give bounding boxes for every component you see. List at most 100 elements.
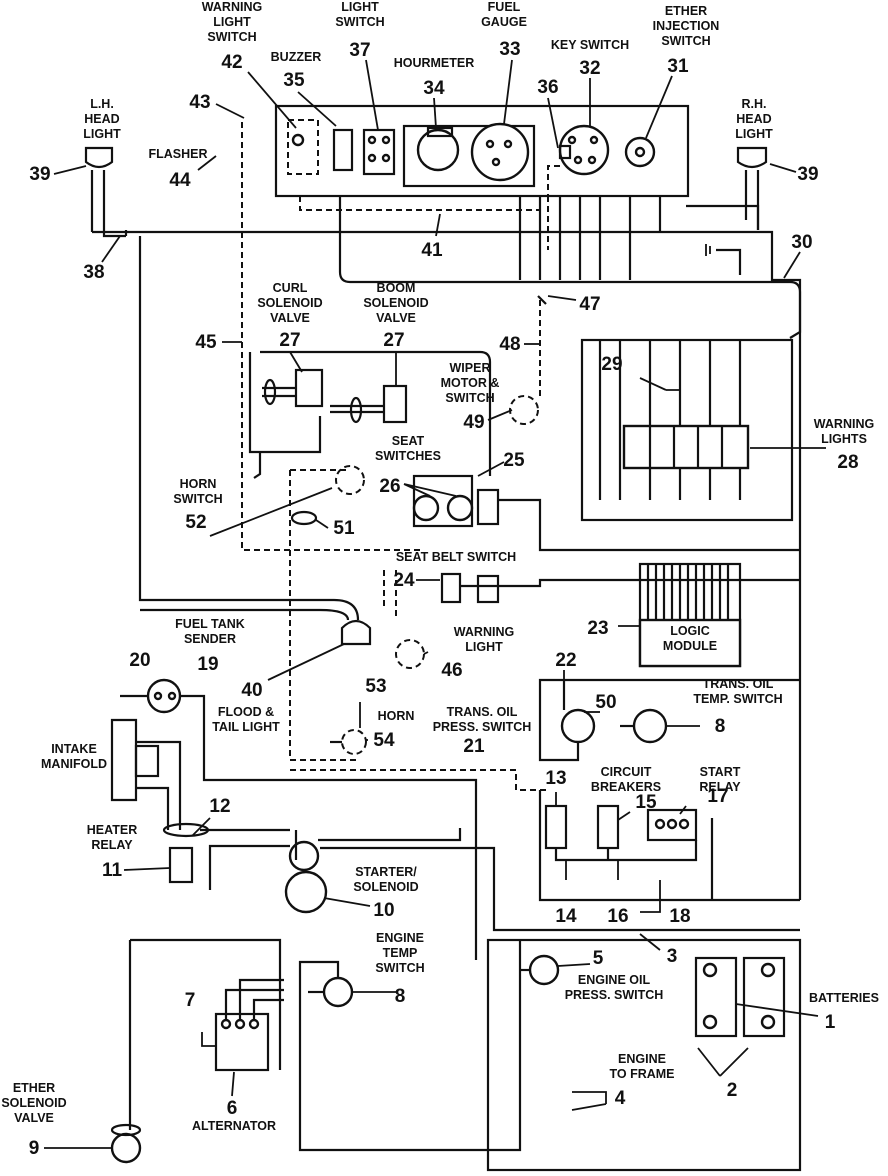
- logic-module: [638, 562, 742, 668]
- callout-47: 47: [579, 294, 600, 315]
- label-light-switch-2: SWITCH: [335, 15, 384, 29]
- label-flood-2: TAIL LIGHT: [212, 720, 280, 734]
- wiper-motor-switch: [509, 295, 547, 425]
- callout-35: 35: [283, 70, 305, 91]
- callout-13: 13: [545, 768, 566, 789]
- callout-8-top: 8: [715, 716, 726, 737]
- callout-39-right: 39: [797, 164, 818, 185]
- label-engine-temp-1: ENGINE: [376, 931, 424, 945]
- label-hourmeter: HOURMETER: [394, 56, 475, 70]
- label-starter-solenoid: STARTER/ SOLENOID: [353, 865, 418, 894]
- label-curl-3: VALVE: [270, 311, 310, 325]
- label-boom-3: VALVE: [376, 311, 416, 325]
- label-ether-solenoid-valve: ETHER SOLENOID VALVE: [1, 1081, 66, 1125]
- callout-46: 46: [441, 660, 462, 681]
- label-warning-light-2: LIGHT: [465, 640, 503, 654]
- callout-4: 4: [615, 1088, 626, 1109]
- callout-1: 1: [825, 1012, 836, 1033]
- seat-belt-switch: [383, 570, 800, 620]
- label-boom-2: SOLENOID: [363, 296, 428, 310]
- label-ether-injection-3: SWITCH: [661, 34, 710, 48]
- intake-manifold: [110, 718, 182, 830]
- callout-43: 43: [189, 92, 210, 113]
- rh-head-light: [736, 146, 768, 230]
- label-start-relay: START RELAY: [699, 765, 741, 794]
- label-curl-solenoid: CURL SOLENOID VALVE: [257, 281, 322, 325]
- callout-33: 33: [499, 39, 520, 60]
- callout-12: 12: [209, 796, 230, 817]
- label-start-relay-1: START: [700, 765, 741, 779]
- label-boom-solenoid: BOOM SOLENOID VALVE: [363, 281, 428, 325]
- callout-48: 48: [499, 334, 520, 355]
- label-starter-1: STARTER/: [355, 865, 417, 879]
- callout-26: 26: [379, 476, 400, 497]
- heater-relay: [162, 822, 290, 884]
- trans-oil-temp-switch: [620, 708, 668, 744]
- label-engine-oil-press-switch: ENGINE OIL PRESS. SWITCH: [565, 973, 664, 1002]
- label-intake-manifold: INTAKE MANIFOLD: [41, 742, 107, 771]
- label-curl-2: SOLENOID: [257, 296, 322, 310]
- label-trans-oil-temp-switch: TRANS. OIL TEMP. SWITCH: [693, 677, 782, 706]
- label-alternator: ALTERNATOR: [192, 1119, 276, 1133]
- callout-31: 31: [667, 56, 689, 77]
- label-lh-2: HEAD: [84, 112, 119, 126]
- label-wiper-3: SWITCH: [445, 391, 494, 405]
- callout-44: 44: [169, 170, 191, 191]
- callout-6: 6: [227, 1098, 238, 1119]
- label-rh-1: R.H.: [742, 97, 767, 111]
- callout-3: 3: [667, 946, 678, 967]
- callout-54: 54: [373, 730, 395, 751]
- callout-15: 15: [635, 792, 657, 813]
- fuel-tank-sender: [120, 678, 478, 960]
- label-lh-1: L.H.: [90, 97, 114, 111]
- label-engine-frame-2: TO FRAME: [609, 1067, 674, 1081]
- label-breakers-2: BREAKERS: [591, 780, 661, 794]
- label-seat-switches: SEAT SWITCHES: [375, 434, 441, 463]
- battery-box: [486, 938, 802, 1172]
- warning-lights-module: [580, 338, 794, 522]
- label-seat-belt-switch: SEAT BELT SWITCH: [396, 550, 516, 564]
- ether-solenoid-valve: [110, 940, 142, 1164]
- callout-36: 36: [537, 77, 558, 98]
- label-wiper-motor-switch: WIPER MOTOR & SWITCH: [441, 361, 500, 405]
- label-rh-2: HEAD: [736, 112, 771, 126]
- callout-34: 34: [423, 78, 445, 99]
- callout-41: 41: [421, 240, 443, 261]
- label-fuel-tank-sender: FUEL TANK SENDER: [175, 617, 245, 646]
- label-engine-temp-3: SWITCH: [375, 961, 424, 975]
- label-trans-press-2: PRESS. SWITCH: [433, 720, 532, 734]
- callout-9: 9: [29, 1138, 40, 1159]
- label-fuel-gauge-2: GAUGE: [481, 15, 527, 29]
- label-horn-switch: HORN SWITCH: [173, 477, 222, 506]
- label-light-switch: LIGHT SWITCH: [335, 0, 384, 29]
- callout-24: 24: [393, 570, 415, 591]
- label-engine-temp-2: TEMP: [383, 946, 418, 960]
- callout-27-left: 27: [279, 330, 300, 351]
- label-flood-1: FLOOD &: [218, 705, 274, 719]
- label-engine-oil-1: ENGINE OIL: [578, 973, 651, 987]
- callout-23: 23: [587, 618, 608, 639]
- callout-8-bottom: 8: [395, 986, 406, 1007]
- label-ether-injection-1: ETHER: [665, 4, 707, 18]
- label-ether-sol-3: VALVE: [14, 1111, 54, 1125]
- label-heater-relay: HEATER RELAY: [87, 823, 137, 852]
- label-circuit-breakers: CIRCUIT BREAKERS: [591, 765, 661, 794]
- valve-block: [248, 350, 492, 479]
- callout-37: 37: [349, 40, 370, 61]
- label-logic-1: LOGIC: [670, 624, 710, 638]
- flood-tail-light: [319, 598, 425, 669]
- label-engine-temp-switch: ENGINE TEMP SWITCH: [375, 931, 424, 975]
- label-engine-frame-1: ENGINE: [618, 1052, 666, 1066]
- label-wiper-1: WIPER: [450, 361, 491, 375]
- callout-42: 42: [221, 52, 242, 73]
- label-horn-switch-1: HORN: [180, 477, 217, 491]
- label-intake-1: INTAKE: [51, 742, 97, 756]
- label-engine-oil-2: PRESS. SWITCH: [565, 988, 664, 1002]
- starter-solenoid: [208, 828, 800, 932]
- label-logic-2: MODULE: [663, 639, 717, 653]
- callout-22: 22: [555, 650, 576, 671]
- label-trans-temp-1: TRANS. OIL: [703, 677, 774, 691]
- callout-20: 20: [129, 650, 150, 671]
- callout-14: 14: [555, 906, 577, 927]
- callout-53: 53: [365, 676, 386, 697]
